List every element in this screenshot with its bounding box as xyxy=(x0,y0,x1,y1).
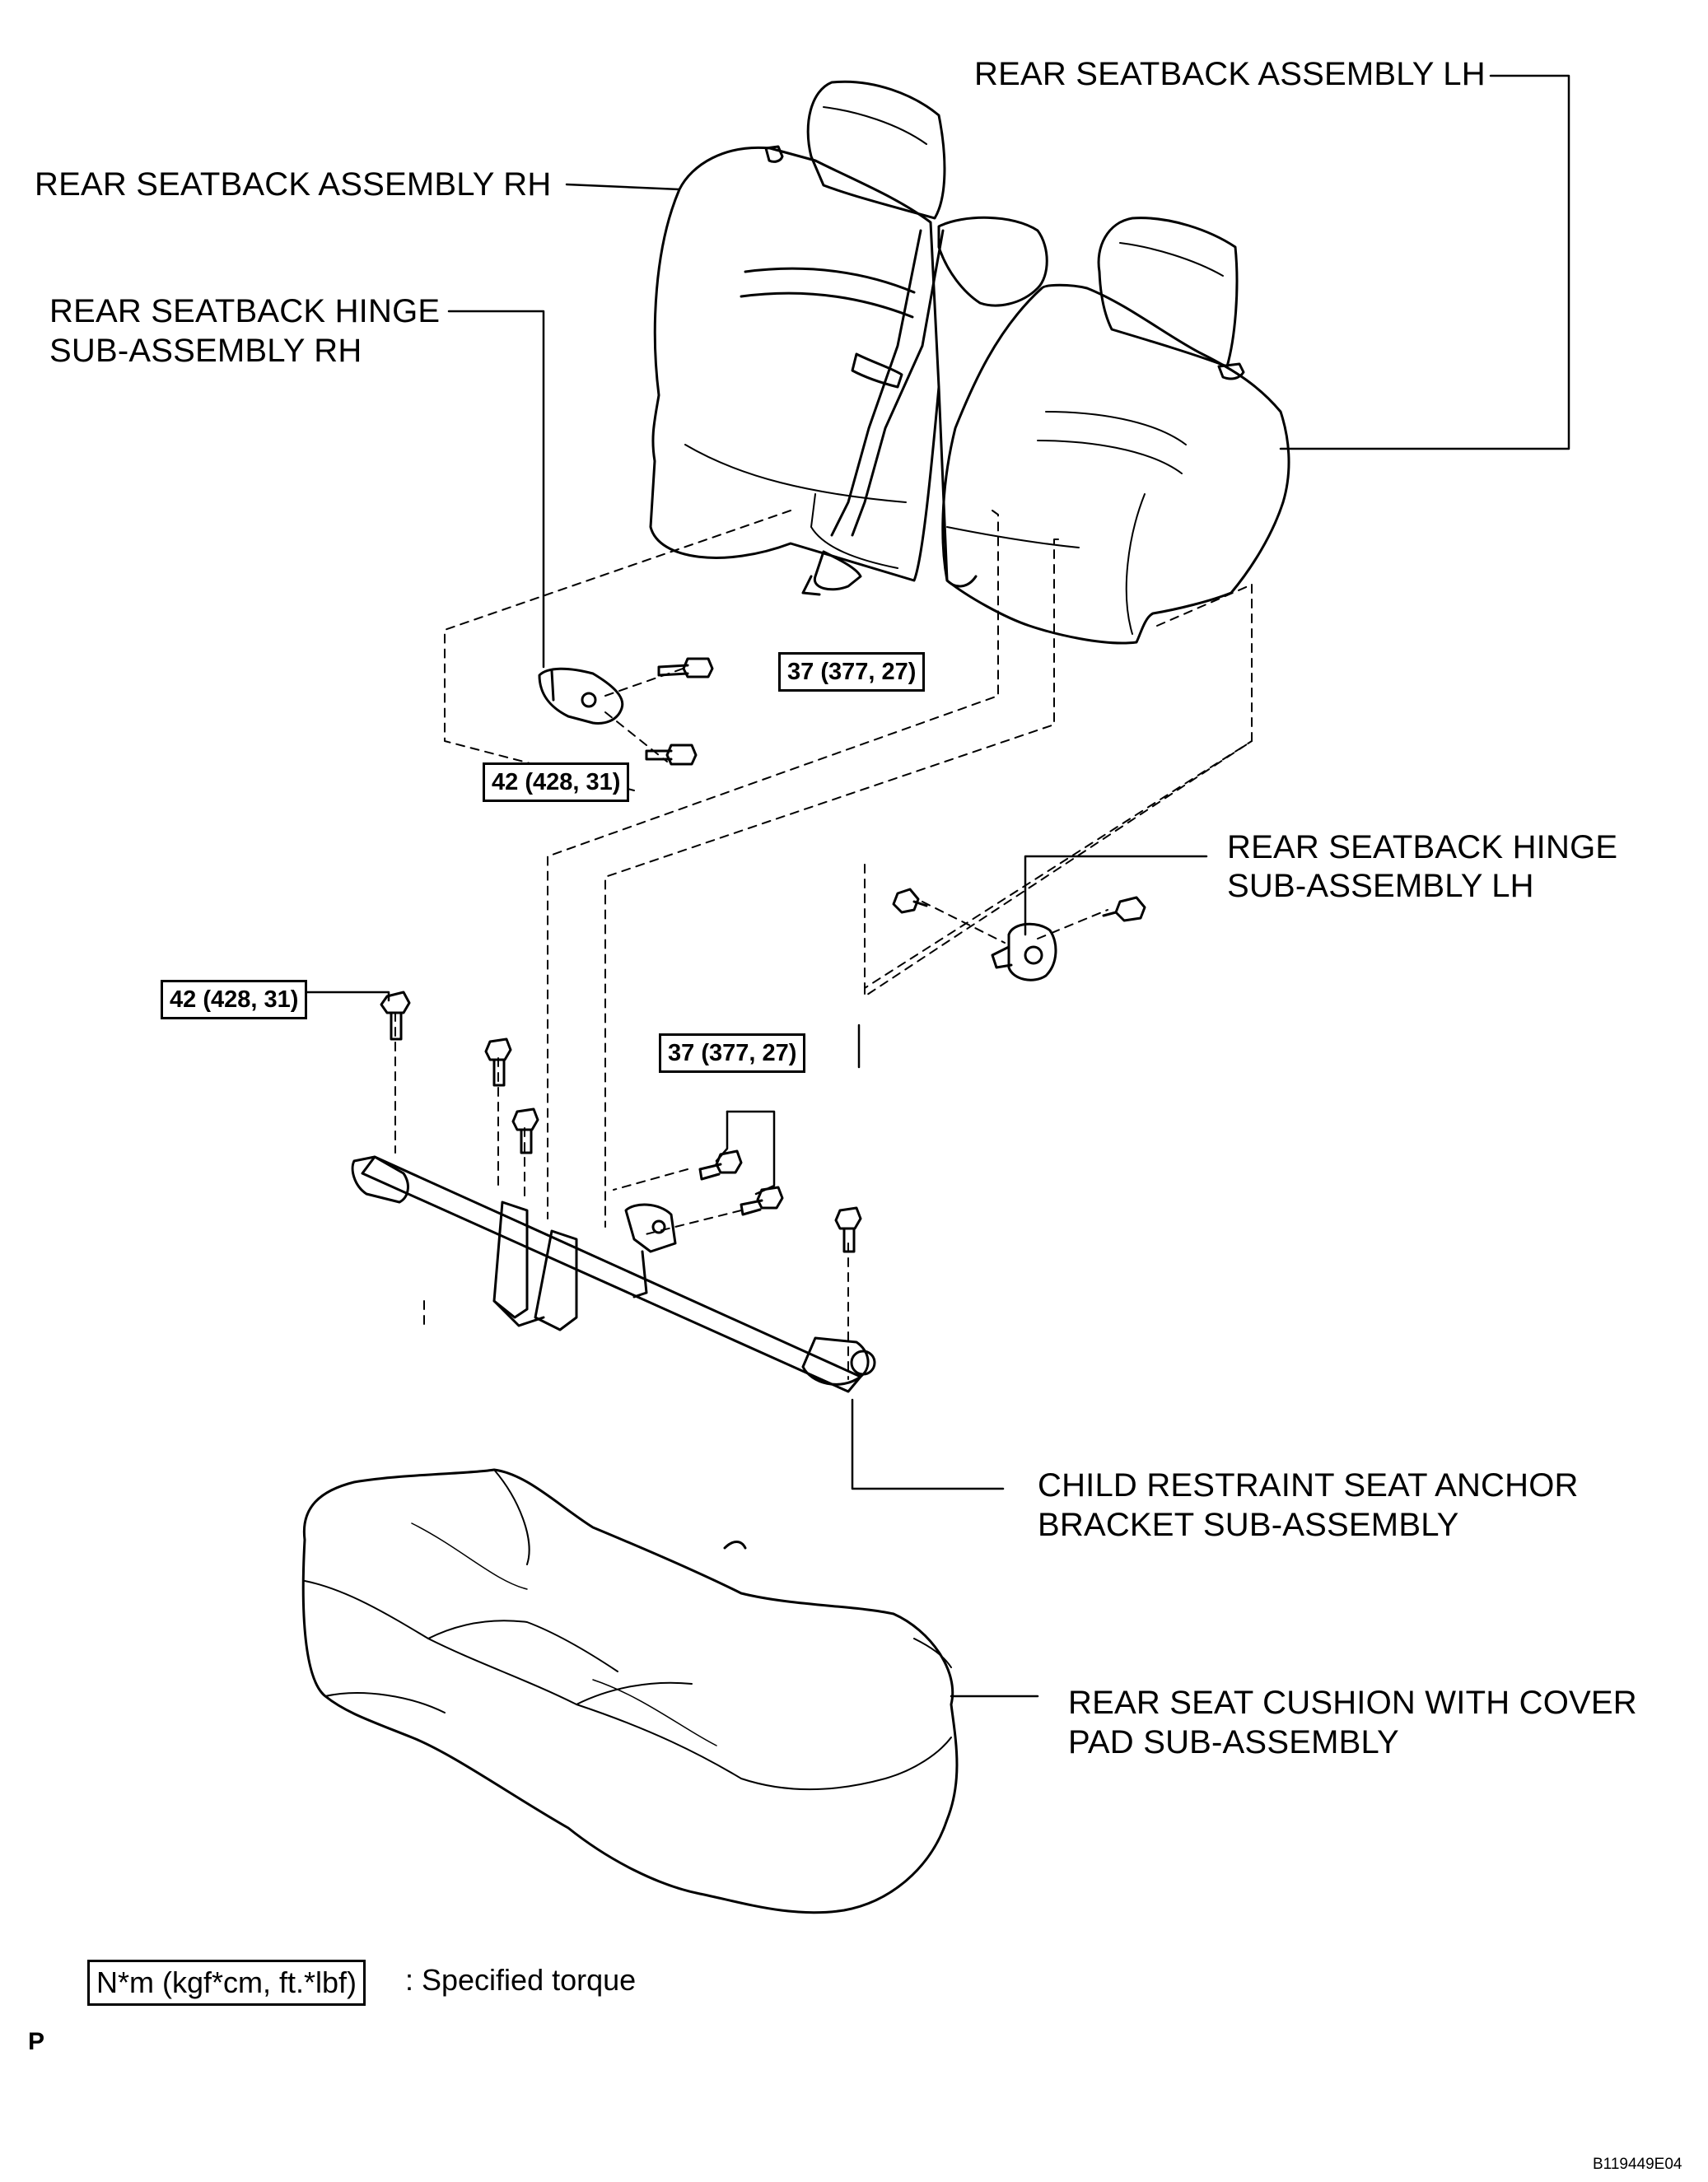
torque-legend-text: : Specified torque xyxy=(405,1963,637,1997)
torque-legend-box: N*m (kgf*cm, ft.*lbf) xyxy=(87,1960,366,2006)
hinge-rh-label-line1: REAR SEATBACK HINGE xyxy=(49,293,441,329)
seat-cushion-label-line1: REAR SEAT CUSHION WITH COVER xyxy=(1068,1685,1637,1721)
dashed-lines xyxy=(394,510,1253,1380)
hinge-rh-label-line2: SUB-ASSEMBLY RH xyxy=(49,333,362,369)
corner-letter: P xyxy=(28,2028,45,2055)
torque-bracket-left: 42 (428, 31) xyxy=(161,980,308,1019)
figure-code: B119449E04 xyxy=(1593,2156,1682,2173)
seatback-lh-label: REAR SEATBACK ASSEMBLY LH xyxy=(974,56,1486,92)
anchor-bracket-label-line1: CHILD RESTRAINT SEAT ANCHOR xyxy=(1038,1467,1579,1504)
seatback-lh-drawing xyxy=(764,145,1290,645)
hinge-lh-label-line2: SUB-ASSEMBLY LH xyxy=(1227,868,1534,904)
seatback-rh-label: REAR SEATBACK ASSEMBLY RH xyxy=(35,166,552,203)
seat-cushion-label-line2: PAD SUB-ASSEMBLY xyxy=(1068,1724,1399,1760)
hinge-rh-bolts xyxy=(645,657,714,766)
torque-hinge-rh-upper: 37 (377, 27) xyxy=(778,652,926,692)
hinge-lh-drawing xyxy=(991,922,1057,981)
hinge-lh-label-line1: REAR SEATBACK HINGE xyxy=(1227,829,1618,865)
seat-cushion-drawing xyxy=(301,1468,959,1914)
torque-bracket-center: 37 (377, 27) xyxy=(659,1033,806,1073)
torque-hinge-rh-lower: 42 (428, 31) xyxy=(483,762,630,802)
bracket-bolts xyxy=(380,991,862,1253)
seatback-rh-drawing xyxy=(649,80,1048,596)
anchor-bracket-drawing xyxy=(351,1155,876,1393)
anchor-bracket-label-line2: BRACKET SUB-ASSEMBLY xyxy=(1038,1507,1459,1543)
hinge-rh-drawing xyxy=(538,667,624,725)
hinge-lh-bolts xyxy=(892,888,1146,922)
leader-lines xyxy=(305,74,1570,1698)
